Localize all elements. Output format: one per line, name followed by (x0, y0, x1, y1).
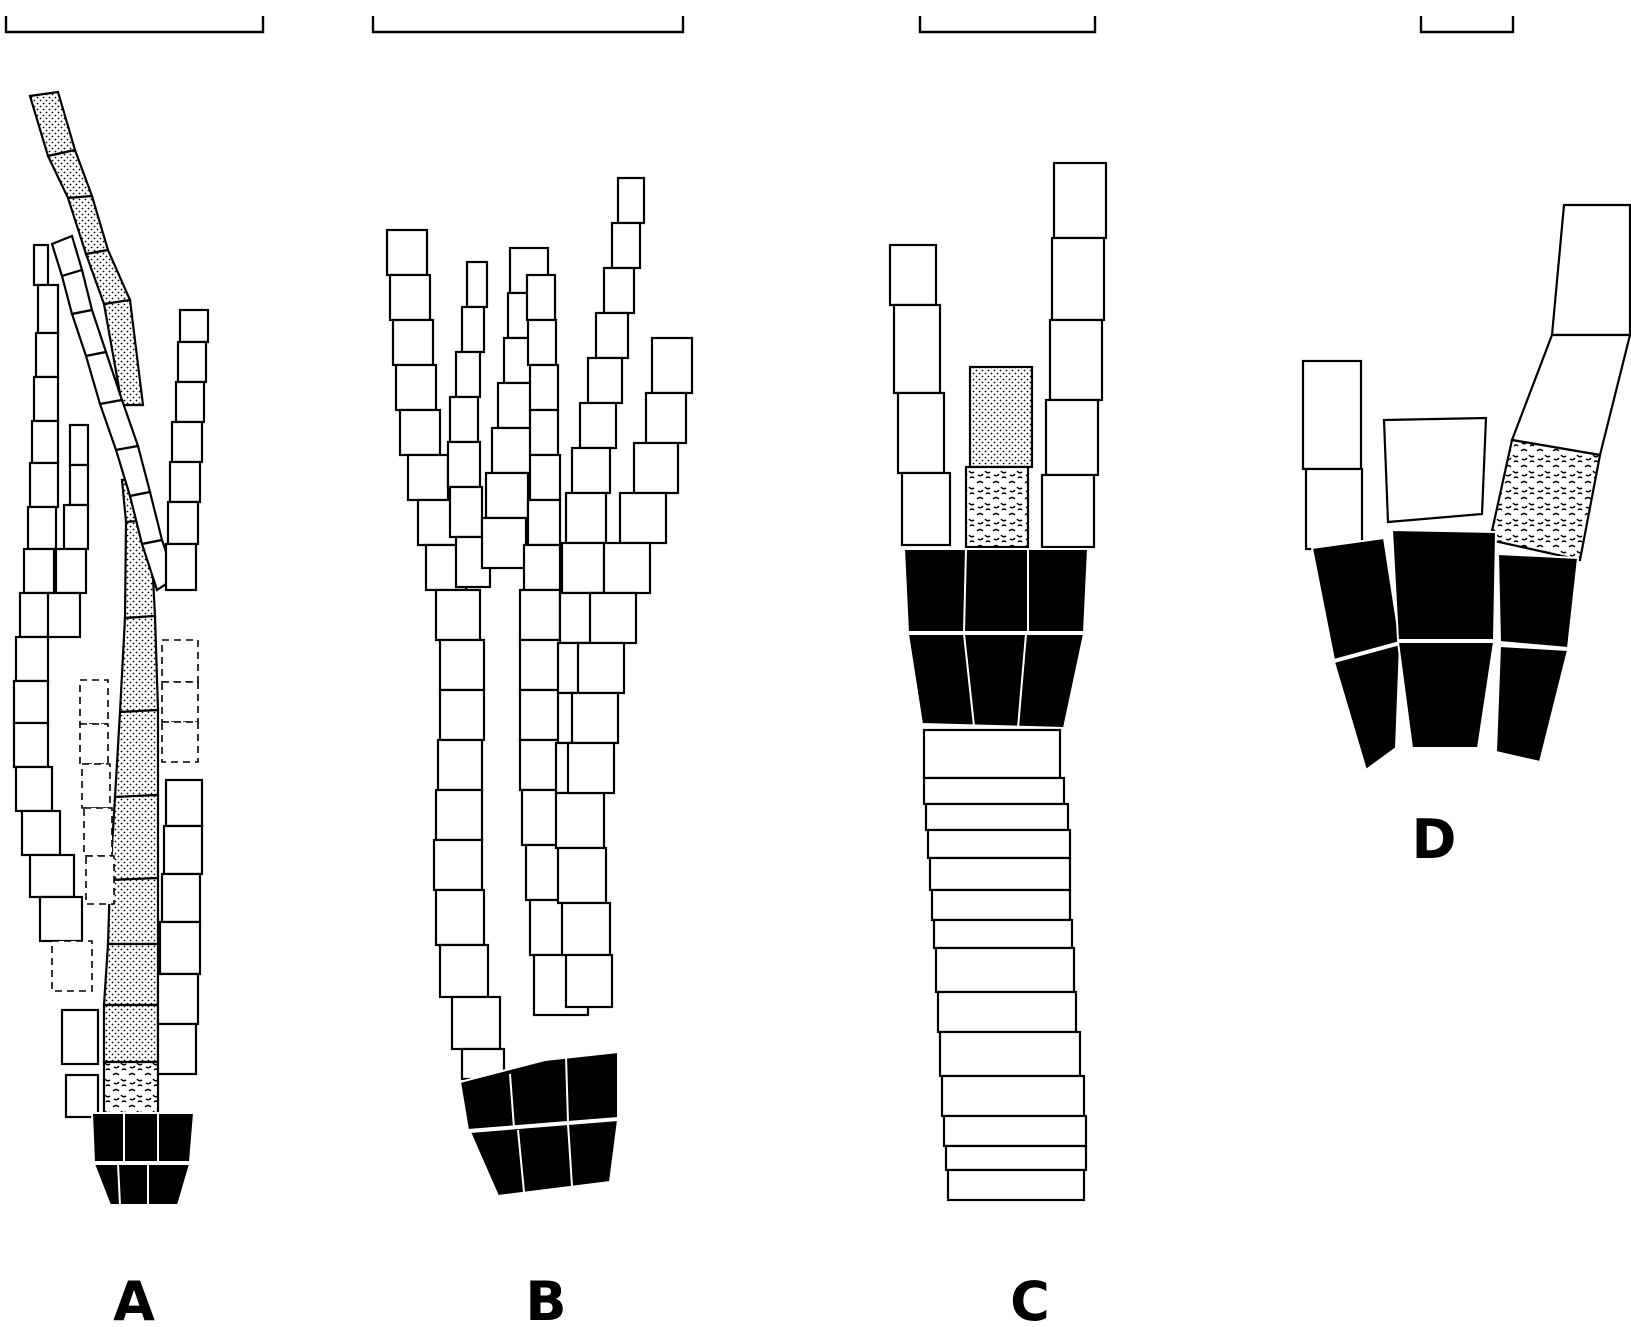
scale-bar-a (6, 16, 263, 32)
scale-bar-d (1421, 16, 1513, 32)
scale-bar-b (373, 16, 683, 32)
scale-bars (6, 16, 1513, 32)
filament-c-right (1042, 163, 1106, 547)
panel-label-c: C (1010, 1270, 1050, 1327)
panel-label-d: D (1412, 808, 1457, 871)
panel-label-b: B (525, 1270, 566, 1327)
panel-b-drawing (387, 178, 692, 1196)
basal-cells-c (904, 549, 1088, 728)
dashed-filament-a (80, 680, 114, 904)
panel-d-drawing (1303, 205, 1630, 770)
filament-c-left (890, 245, 950, 545)
panel-a-drawing (14, 92, 208, 1205)
filament-c-center (966, 367, 1032, 547)
basal-cells-d (1312, 530, 1578, 770)
stalk-c (924, 730, 1086, 1200)
panel-label-a: A (113, 1270, 155, 1327)
filament-d-right (1490, 205, 1630, 560)
panel-c-drawing (890, 163, 1106, 1200)
filament-d-left (1303, 361, 1362, 549)
filament-d-center (1384, 418, 1486, 522)
white-filament-a-right (158, 310, 208, 1074)
basal-cells-a (92, 1113, 194, 1205)
scale-bar-c (920, 16, 1095, 32)
filament-b-1 (387, 230, 504, 1079)
